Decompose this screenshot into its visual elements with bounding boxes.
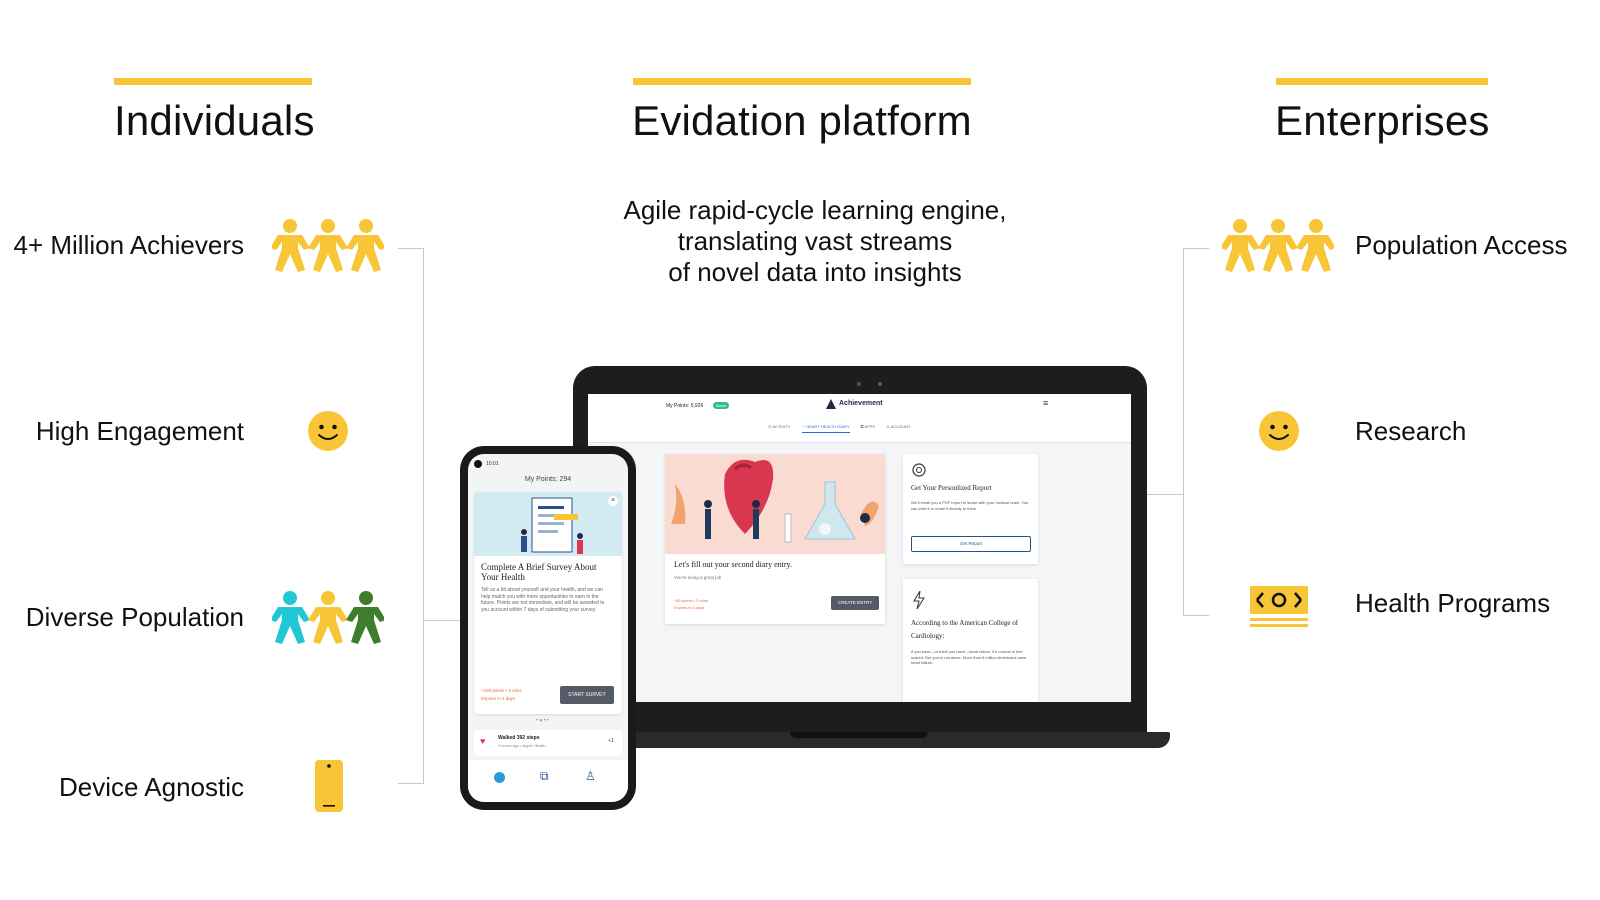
money-icon: [1250, 586, 1308, 627]
info-body: If you have—or think you have—heart fail…: [911, 649, 1027, 665]
feature-device-agnostic: Device Agnostic: [59, 772, 244, 802]
enterprises-heading: Enterprises: [1275, 78, 1489, 145]
survey-body: Tell us a bit about yourself and your he…: [481, 587, 605, 613]
menu-icon[interactable]: ≡: [1043, 398, 1049, 408]
survey-illustration-icon: [521, 497, 583, 554]
diverse-people-icon: [272, 591, 384, 644]
tab-heart-health-diary[interactable]: ♡ HEART HEALTH DIARY: [801, 424, 850, 433]
tagline-line: Agile rapid-cycle learning engine,: [623, 195, 1007, 225]
platform-heading: Evidation platform: [632, 78, 972, 145]
feature-research: Research: [1355, 416, 1467, 446]
nav-account-icon[interactable]: ♙: [585, 769, 596, 783]
feature-million-achievers: 4+ Million Achievers: [13, 230, 245, 260]
laptop-base: [556, 732, 1170, 748]
survey-title: Complete A Brief Survey About Your Healt…: [481, 562, 597, 582]
diary-card[interactable]: Let's fill out your second diary entry. …: [665, 454, 885, 624]
feature-high-engagement: High Engagement: [35, 416, 244, 446]
enterprises-title: Enterprises: [1275, 97, 1490, 144]
activity-value: +1: [608, 738, 614, 744]
nav-apps-icon[interactable]: ⧉: [540, 769, 549, 783]
diary-illustration: [665, 454, 885, 554]
laptop-camera-light: [878, 382, 882, 386]
report-body: We'll email you a PDF report to share wi…: [911, 500, 1029, 511]
phone-time: 10:01: [486, 461, 499, 467]
right-connector: [1147, 494, 1183, 495]
people-group-icon: [1222, 219, 1334, 272]
carousel-dots: •●••: [536, 718, 550, 724]
boost-badge: Boost: [713, 402, 730, 409]
right-bracket: [1183, 248, 1209, 616]
cardiology-card: According to the American College of Car…: [903, 579, 1038, 702]
diary-points: +50 points • 5 mins: [674, 598, 708, 603]
accent-bar: [633, 78, 971, 85]
tagline-line: translating vast streams: [677, 226, 953, 256]
get-report-button[interactable]: Get Report: [911, 536, 1031, 552]
close-icon[interactable]: ×: [608, 496, 618, 506]
diary-title: Let's fill out your second diary entry.: [674, 560, 793, 569]
start-survey-button[interactable]: START SURVEY: [560, 686, 614, 704]
tab-label: ACCOUNT: [890, 424, 911, 429]
individuals-heading: Individuals: [114, 78, 315, 145]
lightning-icon: [913, 591, 925, 609]
activity-row[interactable]: ♥ Walked 392 steps 2 hours ago • Apple H…: [474, 730, 622, 756]
nav-activity-icon[interactable]: [494, 772, 505, 783]
laptop-screen: My Points: 5,926 Boost Achievement ≡ ◷ A…: [588, 394, 1131, 702]
accent-bar: [1276, 78, 1488, 85]
feature-diverse-population: Diverse Population: [25, 602, 244, 632]
tab-label: ACTIVITY: [772, 424, 791, 429]
platform-tagline: Agile rapid-cycle learning engine, trans…: [585, 195, 1045, 288]
feature-population-access: Population Access: [1355, 230, 1568, 260]
report-icon: [912, 463, 926, 477]
tab-label: HEART HEALTH DIARY: [806, 424, 850, 429]
smiley-icon: [308, 411, 348, 451]
tab-label: APPS: [864, 424, 876, 429]
phone-points: My Points: 294: [524, 476, 572, 483]
heart-illustration-icon: [671, 459, 879, 543]
survey-card[interactable]: × Complete A Brief Survey About Your Hea…: [474, 492, 622, 714]
survey-points: +150 points • 5 mins: [481, 688, 522, 693]
laptop-notch: [790, 732, 928, 738]
tab-account[interactable]: ♙ ACCOUNT: [886, 424, 911, 429]
points-label: My Points: 5,926: [666, 403, 704, 409]
laptop-tabs: ◷ ACTIVITY ♡ HEART HEALTH DIARY ⧉ APPS ♙…: [768, 424, 911, 433]
activity-sub: 2 hours ago • Apple Health: [498, 743, 546, 748]
people-group-icon: [272, 219, 384, 272]
phone-camera: [474, 460, 482, 468]
phone-screen: 10:01 My Points: 294 × Complete A Brief …: [468, 454, 628, 802]
activity-title: Walked 392 steps: [498, 735, 540, 741]
brand-name: Achievement: [839, 400, 883, 407]
tab-apps[interactable]: ⧉ APPS: [860, 424, 876, 429]
phone-bottom-nav: ⧉ ♙: [468, 760, 628, 802]
phone-icon: [315, 760, 343, 812]
laptop-app-header: My Points: 5,926 Boost Achievement ≡ ◷ A…: [588, 394, 1131, 443]
accent-bar: [114, 78, 312, 85]
tab-activity[interactable]: ◷ ACTIVITY: [768, 424, 791, 429]
laptop-camera: [857, 382, 861, 386]
diary-subtitle: You're doing a great job: [674, 575, 722, 580]
individuals-title: Individuals: [114, 97, 315, 144]
diary-expiry: Expires in 3 days: [674, 605, 705, 610]
feature-health-programs: Health Programs: [1355, 588, 1551, 618]
info-title: According to the American College of Car…: [911, 619, 1019, 640]
create-entry-button[interactable]: CREATE ENTRY: [831, 596, 879, 610]
platform-title: Evidation platform: [632, 97, 972, 144]
tagline-line: of novel data into insights: [668, 257, 962, 287]
report-card: Get Your Personlized Report We'll email …: [903, 454, 1038, 564]
survey-illustration: ×: [474, 492, 622, 556]
achievement-logo-icon: [826, 399, 836, 409]
smiley-icon: [1259, 411, 1299, 451]
left-bracket: [398, 248, 424, 784]
left-connector: [423, 620, 463, 621]
report-title: Get Your Personlized Report: [911, 484, 992, 492]
heart-icon: ♥: [480, 736, 486, 746]
survey-expiry: Expires in 2 days: [481, 696, 516, 701]
